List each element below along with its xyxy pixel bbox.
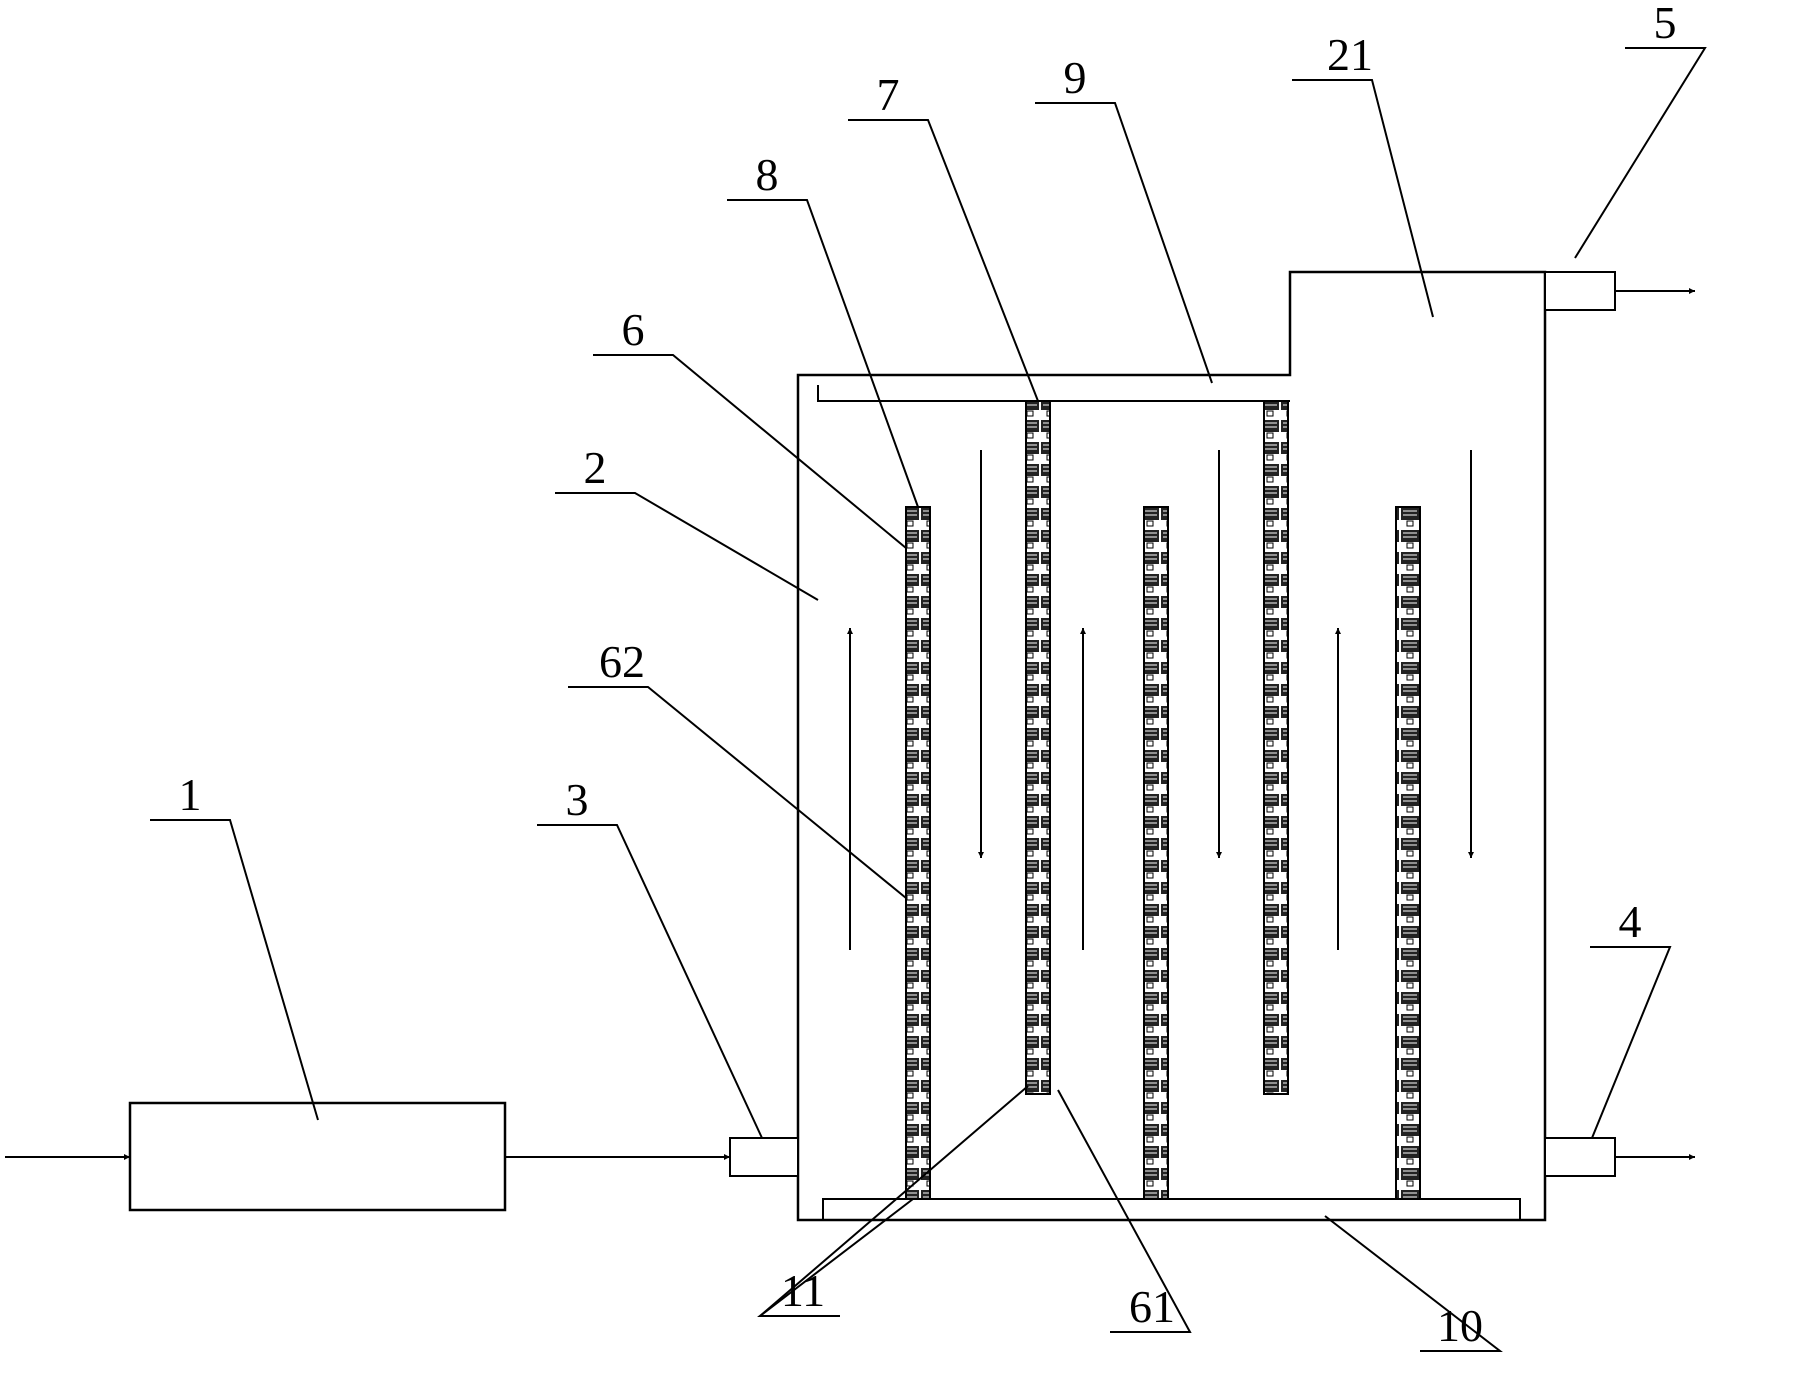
label-9: 9 [1064,52,1087,103]
label-5: 5 [1654,0,1677,48]
label-21: 21 [1327,29,1373,80]
label-62: 62 [599,636,645,687]
electrode-plate-7 [1025,400,1051,1095]
outlet-pipe-5 [1544,271,1616,311]
leader-lines [150,47,1707,1352]
label-1: 1 [179,769,202,820]
top-plate-9 [817,385,1290,402]
label-61: 61 [1129,1281,1175,1332]
label-11: 11 [781,1265,825,1316]
unit-1-box [128,1101,507,1212]
electrode-plate-e [1395,506,1421,1200]
electrode-plate-c [1143,506,1169,1200]
label-10: 10 [1437,1300,1483,1351]
label-7: 7 [877,69,900,120]
label-6: 6 [622,304,645,355]
bottom-plate-10 [822,1198,1521,1220]
electrode-plate-6 [905,506,931,1200]
inlet-pipe-3 [729,1137,799,1177]
label-3: 3 [566,774,589,825]
electrode-plate-d [1263,400,1289,1095]
outlet-pipe-4 [1544,1137,1616,1177]
label-4: 4 [1619,896,1642,947]
label-8: 8 [756,149,779,200]
label-2: 2 [584,442,607,493]
